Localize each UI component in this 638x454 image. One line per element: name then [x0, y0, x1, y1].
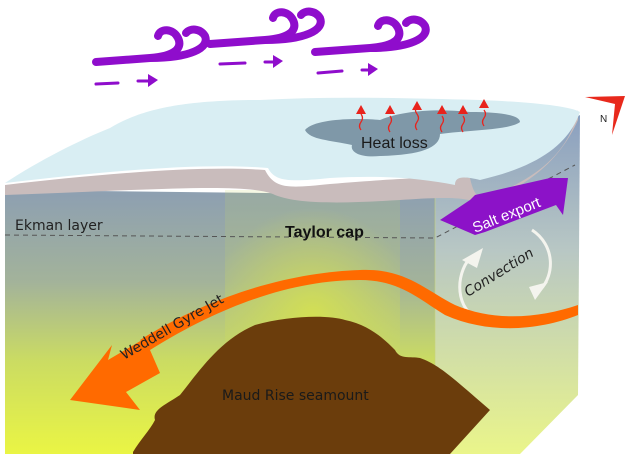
wind-symbol	[92, 25, 210, 87]
sea-ice-surface	[5, 97, 580, 185]
heat-loss-arrows	[356, 99, 489, 133]
wind-symbols	[92, 7, 430, 87]
wind-symbol	[206, 7, 325, 68]
heat-arrow	[385, 105, 395, 133]
heat-arrow	[356, 105, 366, 131]
compass: N	[585, 96, 625, 135]
north-label: N	[600, 114, 607, 125]
heat-arrow	[437, 105, 447, 133]
ekman-layer-label: Ekman layer	[15, 218, 103, 234]
wind-symbol	[311, 15, 430, 76]
heat-arrow	[458, 105, 468, 133]
salt-export-arrow	[440, 178, 568, 235]
maud-rise-seamount	[133, 316, 490, 454]
weddell-gyre-jet-arrow	[70, 340, 160, 410]
weddell-gyre-jet-ribbon	[140, 269, 578, 350]
heat-arrow	[412, 101, 422, 131]
polynya	[305, 110, 520, 157]
heat-arrow	[479, 99, 489, 127]
taylor-cap-label: Taylor cap	[285, 224, 364, 241]
north-arrow-icon	[585, 96, 625, 135]
seamount-label: Maud Rise seamount	[222, 388, 369, 404]
heat-loss-label: Heat loss	[361, 135, 428, 152]
